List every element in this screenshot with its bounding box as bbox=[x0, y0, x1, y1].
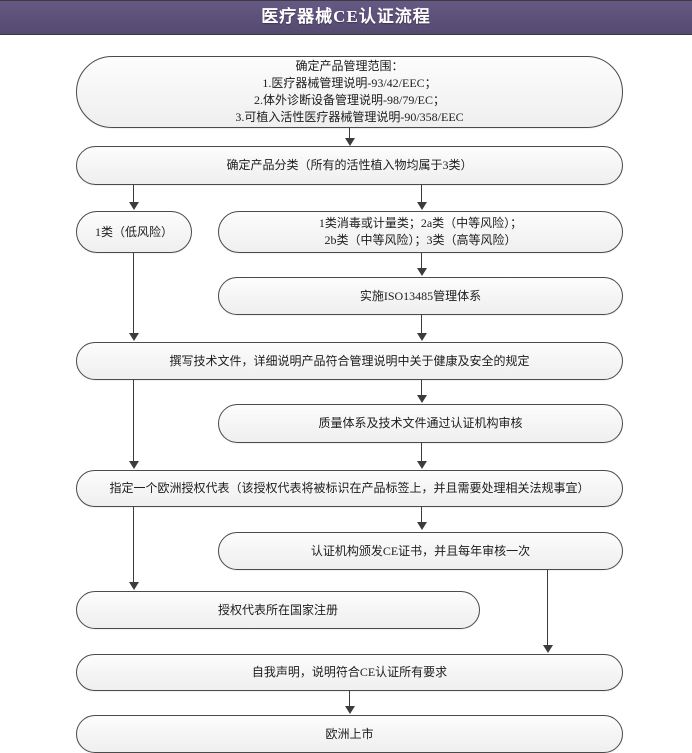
arrow-tech-file-to-audit bbox=[417, 395, 427, 403]
arrow-audit-to-eu-rep bbox=[417, 461, 427, 469]
node-scope[interactable]: 确定产品管理范围： 1.医疗器械管理说明-93/42/EEC； 2.体外诊断设备… bbox=[76, 56, 623, 128]
node-class-others[interactable]: 1类消毒或计量类；2a类（中等风险）； 2b类（中等风险）；3类（高等风险） bbox=[218, 211, 623, 253]
node-eu-rep[interactable]: 指定一个欧洲授权代表（该授权代表将被标识在产品标签上，并且需要处理相关法规事宜） bbox=[76, 470, 623, 507]
arrow-classify-to-class1 bbox=[129, 202, 139, 210]
arrow-scope-to-classify bbox=[345, 138, 355, 146]
arrow-ce-cert-to-doc bbox=[543, 645, 553, 653]
connector-class1-to-tech-file bbox=[133, 253, 134, 333]
arrow-eu-rep-to-ce-cert bbox=[417, 522, 427, 530]
connector-eu-rep-to-ce-cert bbox=[421, 507, 422, 523]
node-ce-cert[interactable]: 认证机构颁发CE证书，并且每年审核一次 bbox=[218, 532, 623, 570]
node-scope-label: 确定产品管理范围： 1.医疗器械管理说明-93/42/EEC； 2.体外诊断设备… bbox=[235, 59, 464, 124]
arrow-doc-to-market bbox=[345, 706, 355, 714]
page-title: 医疗器械CE认证流程 bbox=[261, 7, 431, 26]
connector-tech-file-to-eu-rep bbox=[133, 380, 134, 461]
node-doc[interactable]: 自我声明，说明符合CE认证所有要求 bbox=[76, 654, 623, 691]
connector-audit-to-eu-rep bbox=[421, 443, 422, 461]
node-register-label: 授权代表所在国家注册 bbox=[217, 602, 338, 617]
arrow-classify-to-class-others bbox=[417, 202, 427, 210]
connector-classify-to-class-others bbox=[421, 185, 422, 203]
arrow-class-others-to-iso bbox=[417, 268, 427, 276]
node-class-others-label: 1类消毒或计量类；2a类（中等风险）； 2b类（中等风险）；3类（高等风险） bbox=[318, 216, 523, 247]
connector-eu-rep-to-register bbox=[133, 507, 134, 582]
node-ce-cert-label: 认证机构颁发CE证书，并且每年审核一次 bbox=[310, 543, 531, 558]
connector-classify-to-class1 bbox=[133, 185, 134, 203]
node-tech-file[interactable]: 撰写技术文件，详细说明产品符合管理说明中关于健康及安全的规定 bbox=[76, 342, 623, 380]
connector-scope-to-classify bbox=[349, 128, 350, 139]
arrow-tech-file-to-eu-rep bbox=[129, 461, 139, 469]
node-audit[interactable]: 质量体系及技术文件通过认证机构审核 bbox=[218, 404, 623, 443]
node-market-label: 欧洲上市 bbox=[325, 726, 374, 741]
arrow-iso-to-tech-file bbox=[417, 333, 427, 341]
connector-tech-file-to-audit bbox=[421, 380, 422, 396]
connector-ce-cert-to-doc bbox=[547, 570, 548, 645]
node-eu-rep-label: 指定一个欧洲授权代表（该授权代表将被标识在产品标签上，并且需要处理相关法规事宜） bbox=[109, 481, 590, 495]
arrow-eu-rep-to-register bbox=[129, 582, 139, 590]
header-bar bbox=[0, 0, 692, 35]
node-market[interactable]: 欧洲上市 bbox=[76, 715, 623, 753]
node-iso13485-label: 实施ISO13485管理体系 bbox=[359, 288, 482, 303]
node-class1-label: 1类（低风险） bbox=[94, 224, 173, 239]
node-tech-file-label: 撰写技术文件，详细说明产品符合管理说明中关于健康及安全的规定 bbox=[169, 353, 530, 368]
node-iso13485[interactable]: 实施ISO13485管理体系 bbox=[218, 277, 623, 315]
node-register[interactable]: 授权代表所在国家注册 bbox=[76, 591, 480, 629]
arrow-class1-to-tech-file bbox=[129, 333, 139, 341]
node-class1[interactable]: 1类（低风险） bbox=[76, 211, 192, 253]
connector-class-others-to-iso bbox=[421, 253, 422, 269]
connector-doc-to-market bbox=[349, 691, 350, 706]
node-doc-label: 自我声明，说明符合CE认证所有要求 bbox=[251, 665, 448, 679]
node-classify-label: 确定产品分类（所有的活性植入物均属于3类） bbox=[226, 158, 473, 172]
connector-iso-to-tech-file bbox=[421, 315, 422, 333]
node-audit-label: 质量体系及技术文件通过认证机构审核 bbox=[318, 416, 523, 430]
node-classify[interactable]: 确定产品分类（所有的活性植入物均属于3类） bbox=[76, 146, 623, 185]
